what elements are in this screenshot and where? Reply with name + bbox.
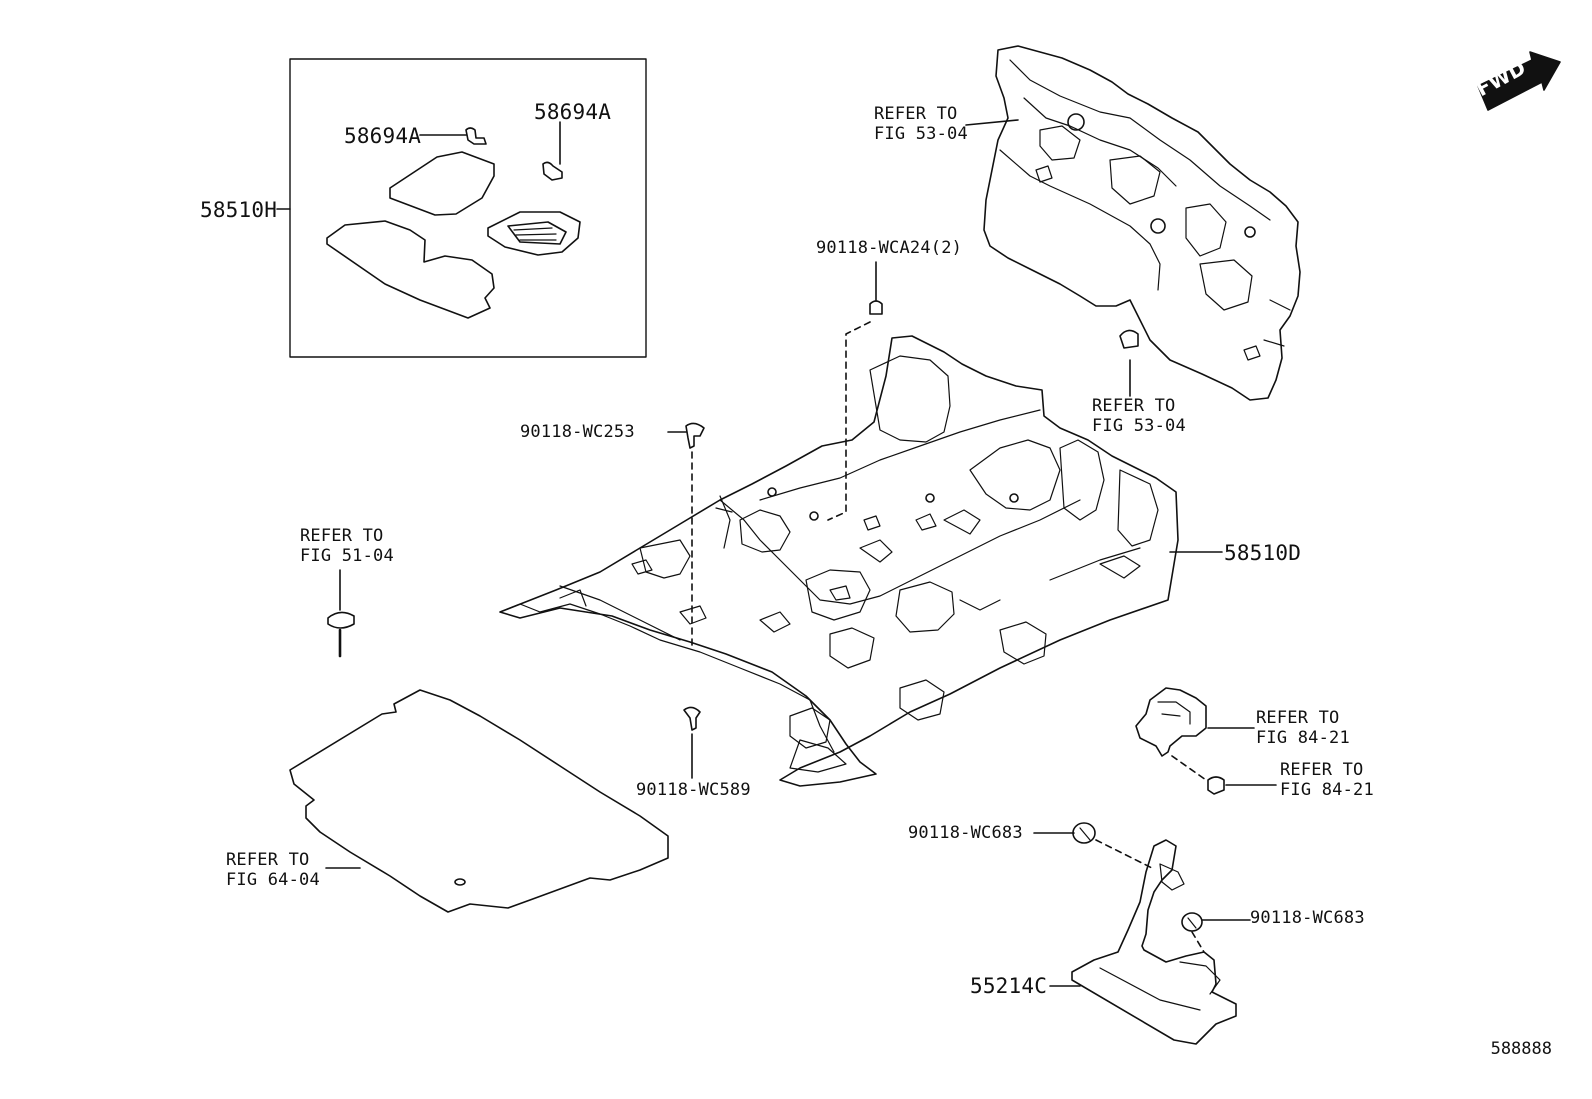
floor-carpet [499,335,1179,787]
clip-90118-WC683-right [1181,912,1203,932]
clip-90118-WC253 [685,422,705,449]
part-label-58694A-left[interactable]: 58694A [344,124,422,148]
dashed-90118-WC683-left [1095,839,1153,869]
clip-90118-WC683-left [1072,822,1096,844]
ref-line1: REFER TO [874,104,958,124]
rear-floor-mat [326,220,495,319]
ref-label-84-21-lower[interactable]: REFER TO FIG 84-21 [1280,760,1374,800]
part-label-90118-WC683-left[interactable]: 90118-WC683 [908,823,1023,843]
driver-mat-pad [507,221,567,245]
ref-line1: REFER TO [300,526,384,546]
mat-hook-right [542,161,563,181]
ref-label-64-04[interactable]: REFER TO FIG 64-04 [226,850,320,890]
dash-clip [1119,329,1139,349]
luggage-deck-mat [289,689,669,913]
dash-silencer [983,45,1301,401]
document-number: 588888 [1490,1039,1552,1059]
driver-mat-grip [513,227,557,241]
driver-floor-mat [487,211,581,256]
part-label-90118-WC683-right[interactable]: 90118-WC683 [1250,908,1365,928]
ref-line2: FIG 64-04 [226,870,320,890]
dashed-84-21 [1171,755,1207,781]
clip-84-21 [1207,776,1225,795]
ref-line2: FIG 84-21 [1256,728,1350,748]
ref-label-53-04-top[interactable]: REFER TO FIG 53-04 [874,104,968,144]
leader-ref-53-04-top [965,119,1019,126]
ref-label-53-04-lower[interactable]: REFER TO FIG 53-04 [1092,396,1186,436]
floor-mat-set-box [289,58,647,358]
ref-line2: FIG 51-04 [300,546,394,566]
front-floor-mat [389,151,495,216]
part-label-55214C[interactable]: 55214C [970,974,1048,998]
clip-90118-WCA24 [869,300,883,315]
dashed-90118-WC683-right [1191,931,1205,953]
ref-label-51-04[interactable]: REFER TO FIG 51-04 [300,526,394,566]
ref-line2: FIG 53-04 [874,124,968,144]
ref-line1: REFER TO [1092,396,1176,416]
bracket-84-21 [1135,687,1207,757]
clip-90118-WC589 [683,706,701,731]
lower-dash-cover [1071,839,1237,1045]
part-label-90118-WC589[interactable]: 90118-WC589 [636,780,751,800]
part-label-58694A-right[interactable]: 58694A [534,100,612,124]
part-label-90118-WCA24[interactable]: 90118-WCA24(2) [816,238,963,258]
ref-line1: REFER TO [226,850,310,870]
mat-hook-left [465,127,487,145]
ref-line1: REFER TO [1280,760,1364,780]
ref-line2: FIG 84-21 [1280,780,1374,800]
grommet-51-04 [327,611,355,629]
part-label-58510H[interactable]: 58510H [200,198,278,222]
part-label-90118-WC253[interactable]: 90118-WC253 [520,422,635,442]
part-label-58510D[interactable]: 58510D [1224,541,1302,565]
ref-line1: REFER TO [1256,708,1340,728]
ref-line2: FIG 53-04 [1092,416,1186,436]
dashed-90118-WCA24 [827,321,871,521]
ref-label-84-21-top[interactable]: REFER TO FIG 84-21 [1256,708,1350,748]
fwd-arrow [1477,51,1561,111]
